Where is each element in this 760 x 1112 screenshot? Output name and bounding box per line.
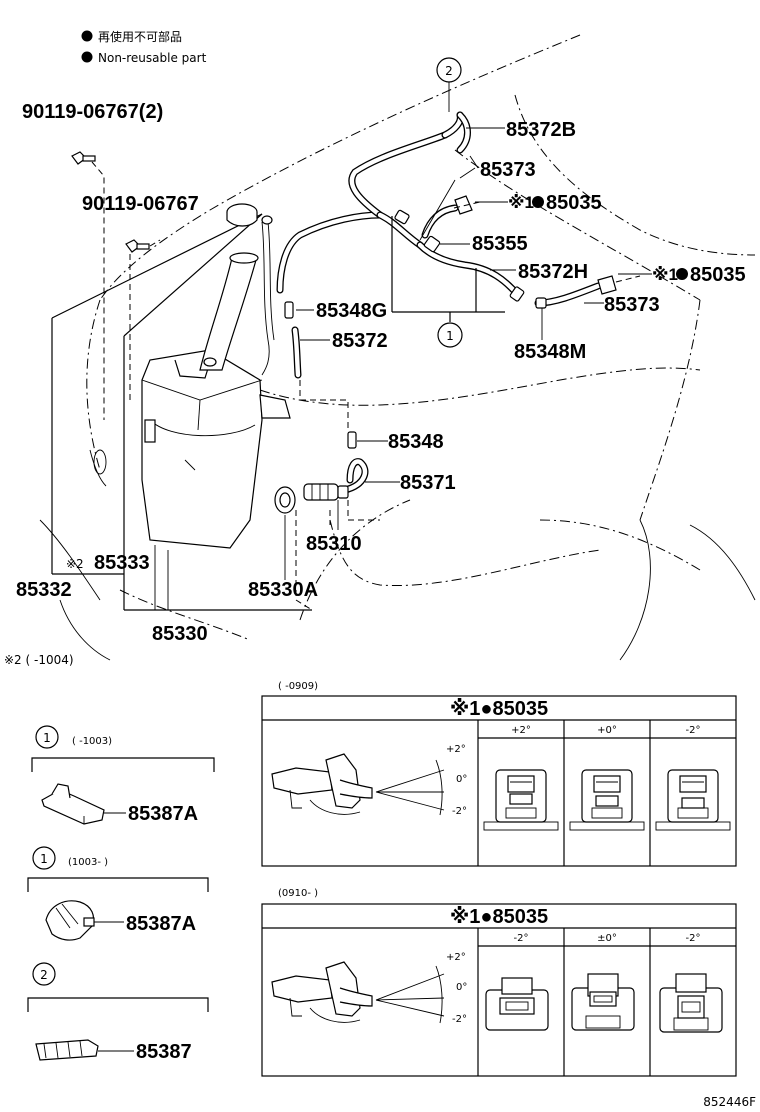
- angle-bot-b: -2°: [452, 1014, 467, 1025]
- circle-marker-2-top: 2: [436, 57, 462, 83]
- label-85348M: 85348M: [514, 341, 586, 363]
- label-90119-06767: 90119-06767: [82, 193, 199, 215]
- angle-top-a: +2°: [446, 744, 466, 755]
- bracket-2: [27, 997, 209, 1012]
- label-85372: 85372: [332, 330, 388, 352]
- label-85310: 85310: [306, 533, 362, 555]
- label-85373-top: 85373: [480, 159, 536, 181]
- svg-text:2: 2: [445, 64, 453, 78]
- washer-pump-85310: [303, 483, 349, 501]
- box-a-title: ※1●85035: [450, 698, 548, 720]
- legend-en-label: Non-reusable part: [98, 51, 207, 65]
- svg-text:2: 2: [40, 968, 48, 982]
- body-outline: [39, 34, 756, 661]
- grommet-85330A: [274, 486, 296, 514]
- non-reusable-dot-icon: [81, 30, 93, 42]
- nozzle-view-a1: [483, 769, 559, 831]
- nozzle-view-b3: [659, 973, 723, 1033]
- ref-mark-1a: ※1: [508, 193, 534, 212]
- non-reusable-dot-icon: [532, 196, 544, 208]
- note-circle1-a: ( -1003): [72, 736, 112, 747]
- note-2: ※2 ( -1004): [4, 653, 74, 667]
- note-circle1-b: (1003- ): [68, 857, 108, 868]
- tank-cap: [226, 203, 275, 376]
- non-reusable-dot-icon: [81, 51, 93, 63]
- legend: 再使用不可部品 Non-reusable part: [81, 29, 207, 65]
- box-b-col-1: -2°: [514, 933, 529, 944]
- washer-tank: [141, 252, 291, 549]
- illustration-id: 852446F: [703, 1095, 756, 1109]
- label-85371: 85371: [400, 472, 456, 494]
- nozzle-view-b1: [485, 977, 549, 1031]
- svg-text:1: 1: [43, 731, 51, 745]
- box-b-title: ※1●85035: [450, 906, 548, 928]
- guide-lines: [295, 201, 641, 611]
- clamp-85387A-b: [45, 900, 95, 941]
- circle-marker-1-main: 1: [437, 322, 463, 348]
- bracket-1b: [27, 877, 209, 892]
- label-85373-right: 85373: [604, 294, 660, 316]
- label-85348G: 85348G: [316, 300, 387, 322]
- angle-mid-a: 0°: [456, 774, 467, 785]
- circle-marker-1a: 1: [35, 725, 59, 749]
- label-85035-b: 85035: [690, 264, 746, 286]
- ref-mark-1b: ※1: [652, 265, 678, 284]
- label-85332: 85332: [16, 579, 72, 601]
- label-85372H: 85372H: [518, 261, 588, 283]
- label-85330A: 85330A: [248, 579, 318, 601]
- hose-connectors: [284, 195, 617, 449]
- label-85330: 85330: [152, 623, 208, 645]
- nozzle-view-b2: [571, 973, 635, 1031]
- range-note-a: ( -0909): [278, 681, 318, 692]
- legend-jp-label: 再使用不可部品: [98, 29, 182, 44]
- nozzle-box-a: ※1●85035 +2° +0° -2° +2° 0° -2°: [261, 695, 737, 867]
- bracket-1a: [31, 757, 215, 772]
- part-labels: 90119-06767(2) 90119-06767 85372B 85373 …: [16, 101, 746, 645]
- bolt-90119: [125, 239, 161, 400]
- svg-text:1: 1: [446, 329, 454, 343]
- box-b-col-2: ±0°: [597, 933, 617, 944]
- angle-bot-a: -2°: [452, 806, 467, 817]
- label-85387A-a: 85387A: [128, 803, 198, 825]
- box-b-col-3: -2°: [686, 933, 701, 944]
- svg-text:1: 1: [40, 852, 48, 866]
- angle-mid-b: 0°: [456, 982, 467, 993]
- label-85035-a: 85035: [546, 192, 602, 214]
- box-a-col-2: +0°: [597, 725, 617, 736]
- clamp-85387: [35, 1039, 99, 1061]
- angle-top-b: +2°: [446, 952, 466, 963]
- leader-lines: [154, 82, 652, 610]
- label-90119-06767-2: 90119-06767(2): [22, 101, 163, 123]
- nozzle-illustration-b: +2° 0° -2°: [271, 952, 467, 1025]
- circle-marker-1b: 1: [32, 846, 56, 870]
- label-85355: 85355: [472, 233, 528, 255]
- non-reusable-dot-icon: [676, 268, 688, 280]
- nozzle-view-a2: [569, 769, 645, 831]
- hose-routing: [276, 111, 602, 494]
- range-note-b: (0910- ): [278, 888, 318, 899]
- bolt-90119-2: [71, 151, 105, 420]
- box-a-col-3: -2°: [686, 725, 701, 736]
- nozzle-view-a3: [655, 769, 731, 831]
- ref-mark-2: ※2: [66, 557, 84, 571]
- nozzle-illustration-a: +2° 0° -2°: [271, 744, 467, 817]
- clamp-85387A-a: [41, 783, 105, 825]
- circle-marker-2b: 2: [32, 962, 56, 986]
- nozzle-box-b: ※1●85035 -2° ±0° -2° +2° 0° -2°: [261, 903, 737, 1077]
- box-a-col-1: +2°: [511, 725, 531, 736]
- label-85387: 85387: [136, 1041, 192, 1063]
- label-85333: 85333: [94, 552, 150, 574]
- label-85387A-b: 85387A: [126, 913, 196, 935]
- label-85372B: 85372B: [506, 119, 576, 141]
- label-85348: 85348: [388, 431, 444, 453]
